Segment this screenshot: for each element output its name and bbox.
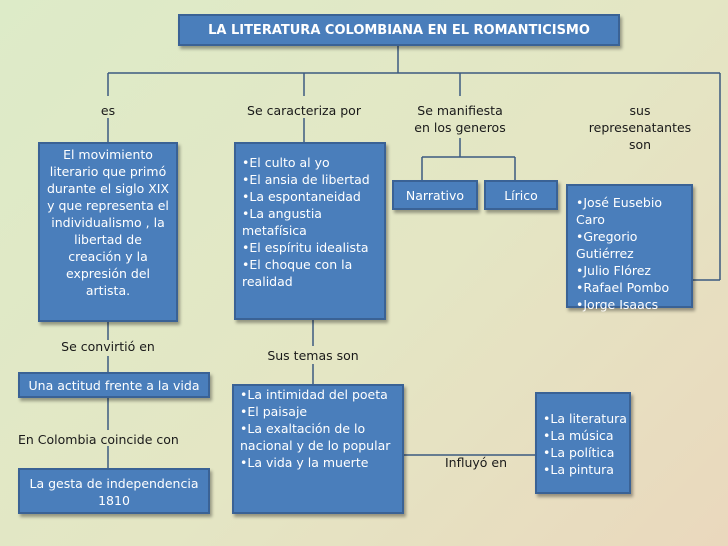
es-line-8: expresión del xyxy=(66,266,150,281)
influyo-item: •La política xyxy=(543,445,615,460)
representante-item: •Julio Flórez xyxy=(576,263,651,278)
tema-item: •La vida y la muerte xyxy=(240,455,369,470)
tema-item: •La exaltación de lo nacional y de lo po… xyxy=(240,421,391,453)
caracteriza-item: •La espontaneidad xyxy=(242,189,361,204)
es-line-3: durante el siglo XIX xyxy=(46,181,170,196)
label-representantes: sus represenatantes son xyxy=(576,102,704,153)
label-es: es xyxy=(100,103,116,118)
genre-lirico-text: Lírico xyxy=(504,187,538,203)
label-coincide: En Colombia coincide con xyxy=(18,432,179,447)
temas-list: •La intimidad del poeta •El paisaje •La … xyxy=(240,386,398,471)
representante-item: •José Eusebio Caro xyxy=(576,195,662,227)
gesta-box: La gesta de independencia 1810 xyxy=(18,468,210,514)
influyo-box: •La literatura •La música •La política •… xyxy=(535,392,631,494)
caracteriza-item: •El culto al yo xyxy=(242,155,330,170)
actitud-text: Una actitud frente a la vida xyxy=(28,377,200,393)
representante-item: •Rafael Pombo xyxy=(576,280,670,295)
influyo-item: •La música xyxy=(543,428,614,443)
representantes-box: •José Eusebio Caro •Gregorio Gutiérrez •… xyxy=(566,184,693,312)
temas-box: •La intimidad del poeta •El paisaje •La … xyxy=(232,384,404,514)
label-temas: Sus temas son xyxy=(267,348,359,363)
label-representantes-line3: son xyxy=(628,137,652,152)
actitud-box: Una actitud frente a la vida xyxy=(18,372,210,398)
es-line-9: artista. xyxy=(85,283,131,298)
influyo-item: •La literatura xyxy=(543,411,627,426)
influyo-list: •La literatura •La música •La política •… xyxy=(543,410,629,478)
label-generos: Se manifiesta en los generos xyxy=(396,102,524,136)
representantes-list: •José Eusebio Caro •Gregorio Gutiérrez •… xyxy=(576,194,691,313)
caracteriza-item: •El ansia de libertad xyxy=(242,172,370,187)
label-convirtio: Se convirtió en xyxy=(61,339,155,354)
label-representantes-line2: represenatantes xyxy=(588,120,692,135)
tema-item: •El paisaje xyxy=(240,404,308,419)
caracteriza-item: •El choque con la realidad xyxy=(242,257,353,289)
es-line-6: libertad de xyxy=(74,232,142,247)
es-line-7: creación y la xyxy=(68,249,148,264)
genre-narrativo-text: Narrativo xyxy=(405,187,465,203)
label-generos-line2: en los generos xyxy=(414,120,506,135)
gesta-line-2: 1810 xyxy=(98,493,130,508)
genre-narrativo-box: Narrativo xyxy=(392,180,478,210)
title-text: LA LITERATURA COLOMBIANA EN EL ROMANTICI… xyxy=(208,22,590,38)
representante-item: •Gregorio Gutiérrez xyxy=(576,229,638,261)
caracteriza-item: •El espíritu idealista xyxy=(242,240,369,255)
title-box: LA LITERATURA COLOMBIANA EN EL ROMANTICI… xyxy=(178,14,620,46)
es-line-1: El movimiento xyxy=(63,147,153,162)
caracteriza-list: •El culto al yo •El ansia de libertad •L… xyxy=(242,154,380,290)
label-caracteriza: Se caracteriza por xyxy=(247,103,361,118)
es-line-2: literario que primó xyxy=(49,164,167,179)
caracteriza-box: •El culto al yo •El ansia de libertad •L… xyxy=(234,142,386,320)
es-line-5: individualismo , la xyxy=(51,215,165,230)
influyo-item: •La pintura xyxy=(543,462,614,477)
label-influyo: Influyó en xyxy=(444,455,508,470)
caracteriza-item: •La angustia metafísica xyxy=(242,206,322,238)
gesta-line-1: La gesta de independencia xyxy=(29,476,199,491)
tema-item: •La intimidad del poeta xyxy=(240,387,388,402)
representante-item: •Jorge Isaacs xyxy=(576,297,659,312)
label-generos-line1: Se manifiesta xyxy=(417,103,503,118)
es-line-4: y que representa el xyxy=(47,198,169,213)
genre-lirico-box: Lírico xyxy=(484,180,558,210)
label-representantes-line1: sus xyxy=(629,103,651,118)
es-definition-box: El movimiento literario que primó durant… xyxy=(38,142,178,322)
